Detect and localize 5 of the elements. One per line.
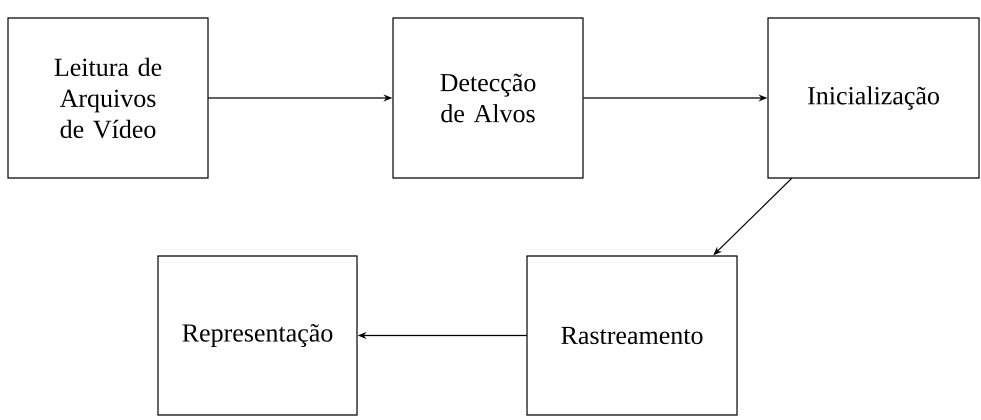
process-box: Inicialização: [767, 17, 980, 179]
process-box: Leitura de Arquivos de Vídeo: [7, 17, 209, 179]
process-box: Detecção de Alvos: [392, 17, 584, 179]
process-box: Rastreamento: [526, 255, 738, 416]
process-box: Representação: [157, 255, 358, 416]
